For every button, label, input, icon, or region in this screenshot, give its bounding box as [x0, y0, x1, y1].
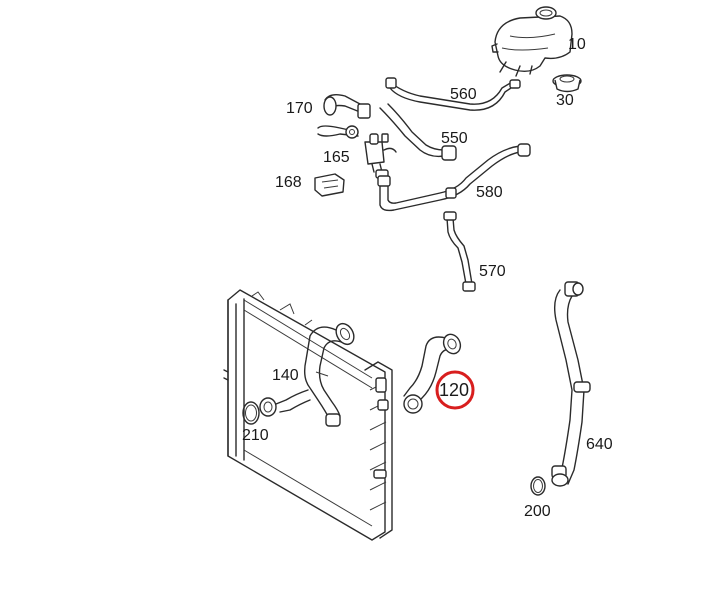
label-170: 170 — [286, 100, 313, 117]
label-168: 168 — [275, 174, 302, 191]
highlight-circle — [435, 370, 475, 410]
hose-640 — [551, 281, 591, 487]
hose-120 — [403, 333, 462, 414]
label-550: 550 — [441, 130, 468, 147]
hose-580 — [377, 143, 531, 212]
hose-560 — [385, 77, 521, 111]
reservoir-cap — [552, 74, 582, 93]
bracket-168 — [314, 173, 345, 197]
o-ring-200 — [530, 476, 546, 496]
pipe-170 — [317, 93, 371, 139]
label-570: 570 — [479, 263, 506, 280]
label-165: 165 — [323, 149, 350, 166]
label-580: 580 — [476, 184, 503, 201]
radiator — [223, 289, 393, 541]
hose-550 — [379, 103, 457, 161]
label-30: 30 — [556, 92, 574, 109]
label-560: 560 — [450, 86, 477, 103]
label-200: 200 — [524, 503, 551, 520]
label-120: 120 — [439, 380, 470, 400]
label-10: 10 — [568, 36, 586, 53]
hose-140 — [259, 322, 355, 427]
label-140: 140 — [272, 367, 299, 384]
o-ring-210 — [242, 401, 260, 425]
valve-165 — [364, 133, 397, 179]
label-640: 640 — [586, 436, 613, 453]
hose-570 — [443, 211, 476, 292]
label-210: 210 — [242, 427, 269, 444]
expansion-tank — [491, 6, 573, 77]
